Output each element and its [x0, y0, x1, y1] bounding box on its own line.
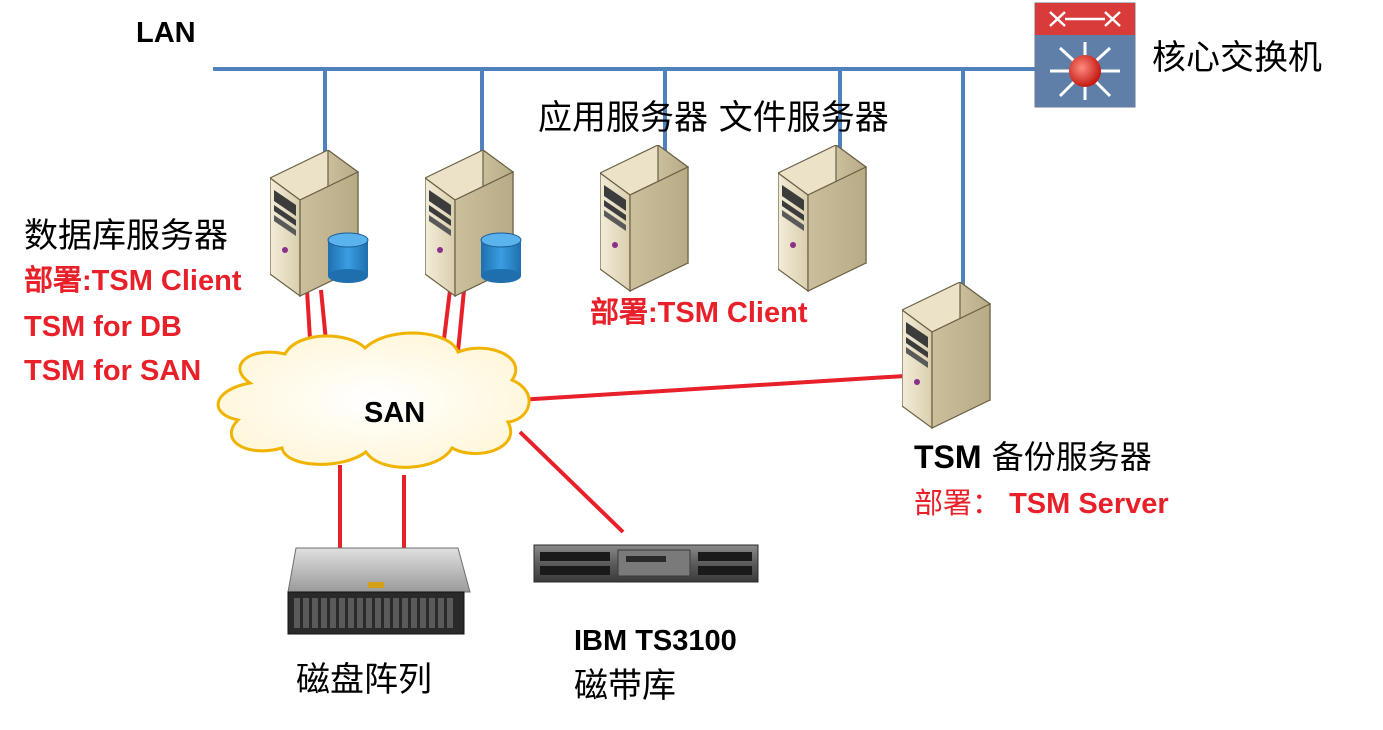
san-label: SAN [364, 397, 426, 429]
core-switch-label: 核心交换机 [1152, 38, 1322, 78]
tape-library-model: IBM TS3100 [574, 625, 737, 657]
backup-server-deploy: 部署： TSM Server [914, 486, 1169, 522]
tape-library-label: 磁带库 [574, 666, 676, 706]
backup-server-prefix: TSM [914, 439, 982, 475]
db-servers-tsm-for-db: TSM for DB [24, 311, 182, 343]
backup-server-name: 备份服务器 [981, 438, 1152, 476]
db-cylinder-2 [480, 232, 522, 283]
db-servers-label: 数据库服务器 [24, 216, 228, 256]
db-server-2 [425, 150, 522, 297]
db-servers-deploy: 部署:TSM Client [24, 265, 242, 297]
db-servers-tsm-for-san: TSM for SAN [24, 355, 202, 387]
san-cloud [216, 331, 531, 469]
disk-array-label: 磁盘阵列 [296, 660, 432, 700]
db-cylinder-1 [327, 232, 369, 283]
core-switch-icon [1034, 2, 1136, 108]
backup-server-label: TSM 备份服务器 [914, 438, 1152, 476]
backup-server-deploy-prefix: 部署： [914, 486, 1002, 520]
db-server-1 [270, 150, 369, 297]
tsm-backup-server [902, 282, 991, 429]
file-server [778, 145, 867, 292]
lan-links [213, 67, 1037, 288]
app-servers-deploy: 部署:TSM Client [590, 297, 808, 329]
lan-label: LAN [136, 17, 196, 49]
san-link-tsm [517, 374, 906, 402]
disk-array-icon [287, 547, 471, 635]
backup-server-deploy-value: TSM Server [1001, 488, 1169, 520]
app-file-servers-label: 应用服务器 文件服务器 [538, 98, 889, 138]
san-link-tape [518, 430, 625, 534]
app-server [600, 145, 689, 292]
tape-library-icon [533, 544, 759, 583]
